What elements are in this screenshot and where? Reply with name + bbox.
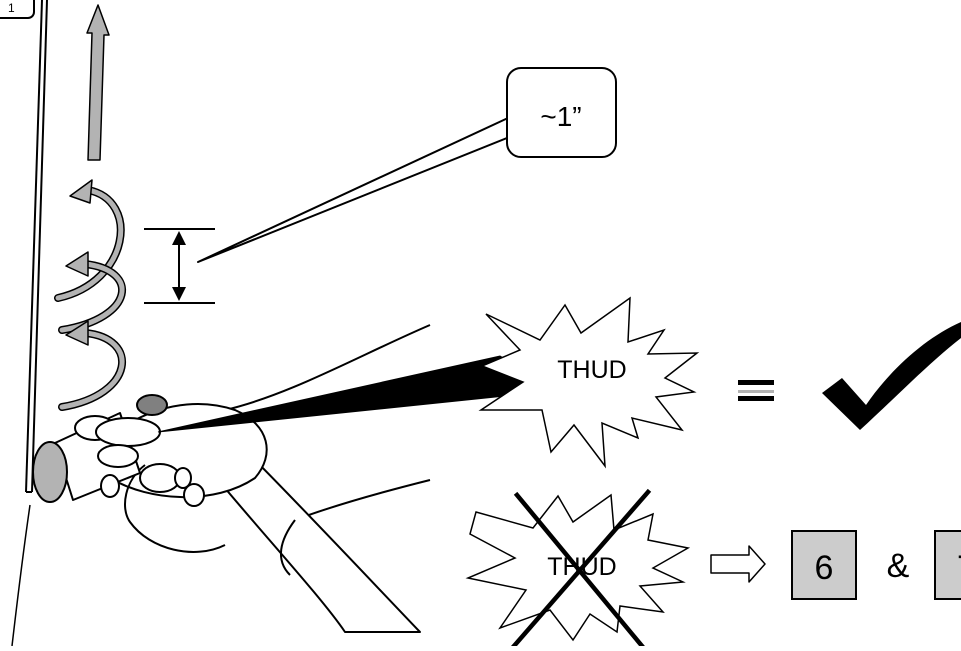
- rotation-arrow-icon: [54, 186, 127, 411]
- up-arrow-icon: [86, 4, 110, 161]
- door-edge: [11, 0, 48, 647]
- impact-wedge: [157, 355, 537, 433]
- checkmark-icon: [822, 322, 961, 430]
- corner-tag-label: 1: [8, 1, 15, 15]
- equals-label: =: [756, 393, 757, 395]
- thud-success-label: THUD: [557, 356, 626, 384]
- right-arrow-icon: [710, 545, 766, 583]
- step-box-7: 7: [934, 530, 961, 600]
- cross-out-icon: [510, 488, 652, 650]
- step-6-label: 6: [815, 549, 834, 587]
- distance-bracket: [144, 228, 215, 304]
- ampersand-label: &: [887, 547, 910, 585]
- thud-success-burst: THUD: [478, 296, 700, 469]
- distance-callout: ~1”: [197, 67, 617, 263]
- step-7-label: 7: [957, 549, 961, 587]
- equals-sign: =: [738, 380, 774, 401]
- hand-with-tool: [32, 324, 431, 633]
- distance-label: ~1”: [540, 101, 581, 132]
- step-box-6: 6: [791, 530, 857, 600]
- rotation-arrowheads: [65, 179, 93, 346]
- corner-step-tag: 1: [0, 0, 35, 19]
